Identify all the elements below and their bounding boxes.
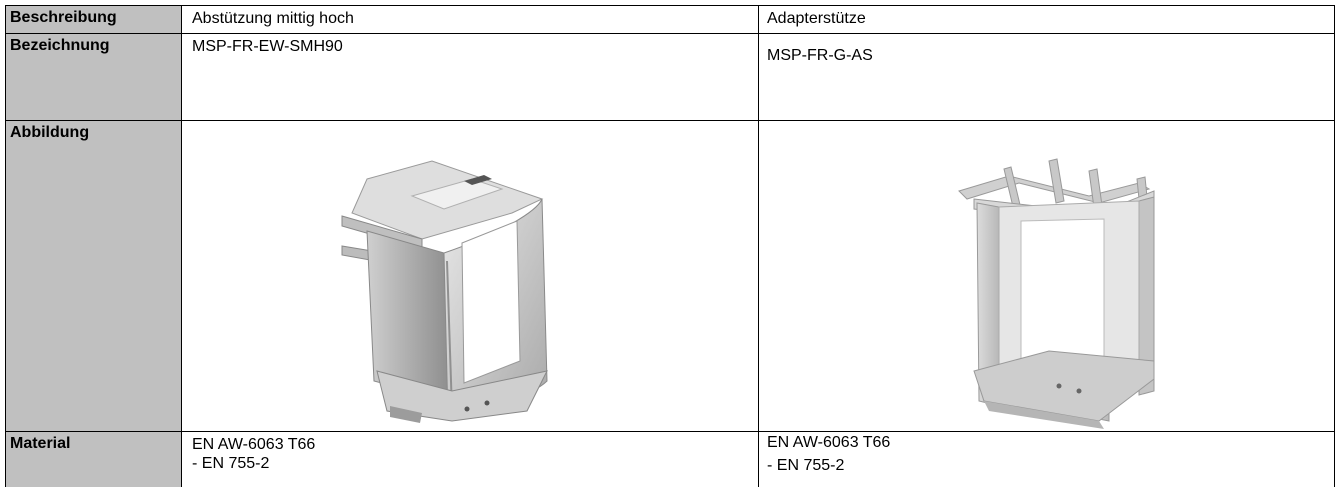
bezeichnung-col1: MSP-FR-EW-SMH90: [181, 33, 759, 121]
sheet-metal-support-bracket-image: [341, 160, 548, 423]
beschreibung-col1: Abstützung mittig hoch: [181, 5, 759, 34]
bezeichnung-col2: MSP-FR-G-AS: [758, 33, 1335, 121]
row-abbildung: Abbildung: [5, 120, 1335, 432]
beschreibung-col2: Adapterstütze: [758, 5, 1335, 34]
label-beschreibung: Beschreibung: [5, 5, 182, 34]
label-bezeichnung: Bezeichnung: [5, 33, 182, 121]
material-col1-line1: EN AW-6063 T66: [192, 436, 316, 453]
label-material: Material: [5, 431, 182, 487]
row-bezeichnung: Bezeichnung MSP-FR-EW-SMH90 MSP-FR-G-AS: [5, 33, 1335, 121]
abbildung-col2: [758, 120, 1335, 432]
abbildung-col1: [181, 120, 759, 432]
label-abbildung: Abbildung: [5, 120, 182, 432]
spec-table: Beschreibung Abstützung mittig hoch Adap…: [5, 5, 1335, 487]
material-col1: EN AW-6063 T66 - EN 755-2: [181, 431, 759, 487]
row-material: Material EN AW-6063 T66 - EN 755-2 EN AW…: [5, 431, 1335, 487]
material-col2: EN AW-6063 T66 - EN 755-2: [758, 431, 1335, 487]
row-beschreibung: Beschreibung Abstützung mittig hoch Adap…: [5, 5, 1335, 34]
aluminium-adapter-profile-image: [958, 158, 1155, 429]
material-col1-line2: - EN 755-2: [192, 455, 270, 472]
material-col2-line2: - EN 755-2: [767, 457, 845, 474]
material-col2-line1: EN AW-6063 T66: [767, 434, 891, 451]
